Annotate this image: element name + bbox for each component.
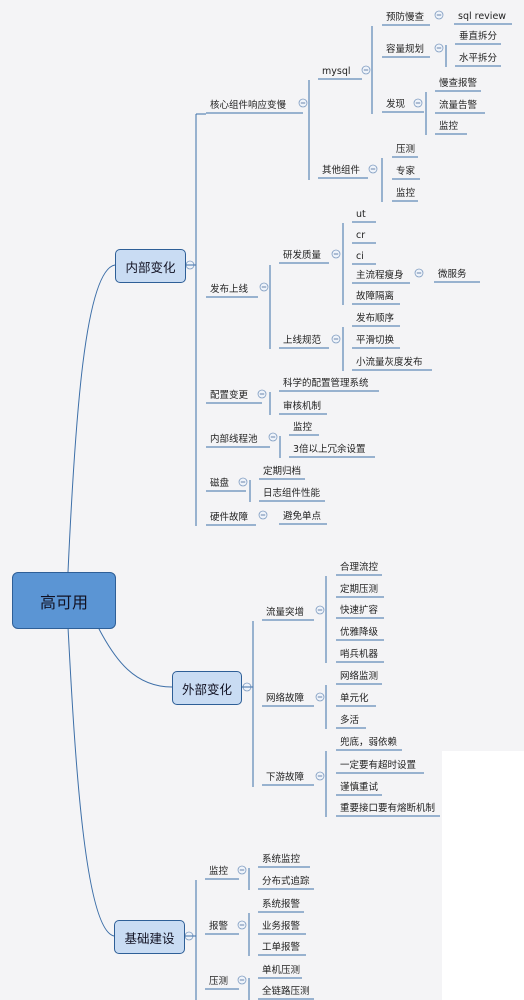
- node-label[interactable]: 业务报警: [262, 921, 301, 932]
- node-label[interactable]: 流量突增: [266, 607, 305, 618]
- node-label[interactable]: 平滑切换: [356, 335, 395, 346]
- node-label[interactable]: 单机压测: [262, 965, 301, 976]
- node-label[interactable]: 水平拆分: [459, 53, 498, 64]
- node-label[interactable]: 审核机制: [283, 401, 322, 412]
- node-label[interactable]: 研发质量: [283, 250, 322, 261]
- node-label[interactable]: 优雅降级: [340, 627, 379, 638]
- node-label[interactable]: 监控: [396, 188, 416, 199]
- node-label[interactable]: 工单报警: [262, 942, 301, 953]
- node-label[interactable]: 监控: [293, 422, 313, 433]
- node-label[interactable]: 压测: [209, 976, 229, 987]
- node-label[interactable]: 故障隔离: [356, 291, 395, 302]
- node-label[interactable]: 一定要有超时设置: [340, 760, 417, 771]
- node-label[interactable]: 报警: [209, 921, 229, 932]
- connector-curve: [67, 626, 115, 937]
- node-label[interactable]: 配置变更: [210, 390, 249, 401]
- node-label[interactable]: 合理流控: [340, 562, 379, 573]
- node-label[interactable]: 分布式追踪: [262, 876, 310, 887]
- node-label[interactable]: 3倍以上冗余设置: [293, 444, 366, 455]
- node-label[interactable]: 网络故障: [266, 693, 305, 704]
- node-label[interactable]: 压测: [396, 144, 416, 155]
- node-label[interactable]: ut: [356, 209, 366, 220]
- node-label[interactable]: 监控: [209, 866, 229, 877]
- node-label[interactable]: 系统报警: [262, 899, 301, 910]
- node-label[interactable]: 磁盘: [210, 478, 230, 489]
- node-label[interactable]: 哨兵机器: [340, 649, 379, 660]
- node-label[interactable]: 专家: [396, 166, 416, 177]
- node-label[interactable]: 发布顺序: [356, 313, 395, 324]
- node-label[interactable]: 下游故障: [266, 772, 305, 783]
- node-label[interactable]: 兜底，弱依赖: [340, 737, 398, 748]
- node-label[interactable]: 上线规范: [283, 335, 322, 346]
- node-label[interactable]: 发现: [386, 99, 406, 110]
- node-label[interactable]: 容量规划: [386, 44, 425, 55]
- node-label[interactable]: 重要接口要有熔断机制: [340, 803, 436, 814]
- node-label[interactable]: 谨慎重试: [340, 782, 379, 793]
- node-label[interactable]: 系统监控: [262, 854, 301, 865]
- node-label[interactable]: ci: [356, 251, 364, 262]
- node-label[interactable]: 垂直拆分: [459, 31, 498, 42]
- node-label[interactable]: 快速扩容: [340, 605, 379, 616]
- node-label[interactable]: 全链路压测: [262, 986, 310, 997]
- connector-curve: [67, 264, 116, 573]
- node-label[interactable]: 监控: [439, 121, 459, 132]
- root-node[interactable]: 高可用: [12, 572, 116, 629]
- node-label[interactable]: 慢查报警: [439, 78, 478, 89]
- connector-curve: [97, 626, 173, 688]
- node-label[interactable]: mysql: [322, 66, 351, 77]
- branch-node[interactable]: 基础建设: [114, 920, 185, 954]
- branch-node[interactable]: 外部变化: [172, 671, 242, 705]
- node-label[interactable]: sql review: [458, 11, 507, 22]
- node-label[interactable]: 硬件故障: [210, 512, 249, 523]
- node-label[interactable]: 流量告警: [439, 100, 478, 111]
- node-label[interactable]: 定期压测: [340, 584, 379, 595]
- node-label[interactable]: 发布上线: [210, 284, 249, 295]
- node-label[interactable]: 预防慢查: [386, 12, 425, 23]
- node-label[interactable]: 其他组件: [322, 165, 361, 176]
- node-label[interactable]: 网络监测: [340, 671, 379, 682]
- node-label[interactable]: 单元化: [340, 693, 369, 704]
- node-label[interactable]: cr: [356, 230, 366, 241]
- node-label[interactable]: 微服务: [438, 269, 467, 280]
- node-label[interactable]: 多活: [340, 715, 360, 726]
- white-cover: [442, 751, 524, 1000]
- node-label[interactable]: 避免单点: [283, 511, 322, 522]
- node-label[interactable]: 科学的配置管理系统: [283, 378, 369, 389]
- node-label[interactable]: 核心组件响应变慢: [210, 100, 287, 111]
- node-label[interactable]: 定期归档: [263, 466, 302, 477]
- node-label[interactable]: 内部线程池: [210, 434, 258, 445]
- node-label[interactable]: 主流程瘦身: [356, 270, 404, 281]
- node-label[interactable]: 小流量灰度发布: [356, 357, 423, 368]
- node-label[interactable]: 日志组件性能: [263, 488, 321, 499]
- branch-node[interactable]: 内部变化: [115, 249, 186, 283]
